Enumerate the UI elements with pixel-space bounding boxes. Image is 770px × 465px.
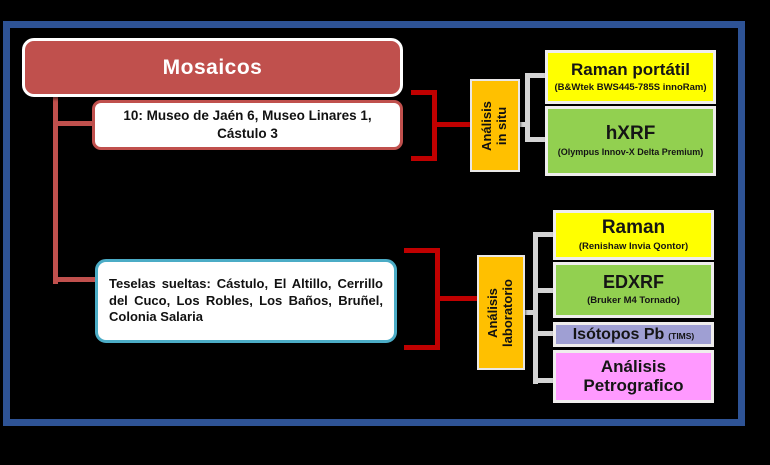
connector-branch-mosaics [53,121,92,126]
mosaics-group-node: 10: Museo de Jaén 6, Museo Linares 1, Cá… [92,100,403,150]
method-raman-portatil-title: Raman portátil [570,59,691,79]
method-edxrf-title: EDXRF [602,272,664,293]
method-raman: Raman (Renishaw Invia Qontor) [553,210,714,260]
bracket-insitu-vertical [432,90,437,161]
root-node-mosaicos: Mosaicos [22,38,403,97]
root-node-label: Mosaicos [162,55,263,79]
method-isotopos-pb: Isótopos Pb (TIMS) [553,322,714,347]
bracket-lab-top-arm [404,248,440,253]
method-isotopos-pb-subtitle: (TIMS) [668,331,695,341]
method-hxrf-title: hXRF [605,123,656,145]
bracket-insitu-mid-arm [437,122,471,127]
gray-bracket-insitu-stub [518,122,530,127]
gray-bracket-lab-arm-petro [538,378,553,383]
tesserae-group-node: Teselas sueltas: Cástulo, El Altillo, Ce… [95,259,397,343]
method-raman-subtitle: (Renishaw Invia Qontor) [578,240,689,252]
gray-bracket-lab-arm-raman [538,232,553,237]
method-hxrf-subtitle: (Olympus Innov-X Delta Premium) [557,147,704,157]
bracket-lab-mid-arm [440,296,478,301]
method-raman-portatil: Raman portátil (B&Wtek BWS445-785S innoR… [545,50,716,104]
bracket-lab-vertical [435,248,440,350]
gray-bracket-insitu-arm-hxrf [525,137,545,142]
bracket-lab-bottom-arm [404,345,440,350]
method-edxrf-subtitle: (Bruker M4 Tornado) [587,295,680,307]
method-raman-portatil-subtitle: (B&Wtek BWS445-785S innoRam) [554,81,707,93]
gray-bracket-lab-arm-isotopos [538,331,553,336]
gray-bracket-insitu-arm-raman [525,73,545,78]
lab-category-label: Análisis laboratorio [485,278,515,347]
bracket-insitu-bottom-arm [411,156,437,161]
insitu-category-label: Análisis in situ [479,100,509,151]
connector-root-trunk [53,90,58,284]
method-raman-title: Raman [601,216,666,238]
method-analisis-petrografico-title: Análisis Petrografico [583,356,684,395]
connector-branch-tesserae [53,277,97,282]
lab-category-node: Análisis laboratorio [477,255,525,370]
gray-bracket-lab-vertical [533,232,538,384]
method-isotopos-pb-title: Isótopos Pb [572,326,665,343]
slide-border [3,21,745,426]
tesserae-group-label: Teselas sueltas: Cástulo, El Altillo, Ce… [109,275,383,325]
insitu-category-node: Análisis in situ [470,79,520,172]
gray-bracket-lab-arm-edxrf [538,288,553,293]
method-hxrf: hXRF (Olympus Innov-X Delta Premium) [545,106,716,176]
bracket-insitu-top-arm [411,90,437,95]
method-edxrf: EDXRF (Bruker M4 Tornado) [553,262,714,318]
mosaics-group-label: 10: Museo de Jaén 6, Museo Linares 1, Cá… [123,108,372,141]
gray-bracket-lab-stub [523,310,537,315]
gray-bracket-insitu-vertical [525,73,530,142]
method-analisis-petrografico: Análisis Petrografico [553,350,714,403]
